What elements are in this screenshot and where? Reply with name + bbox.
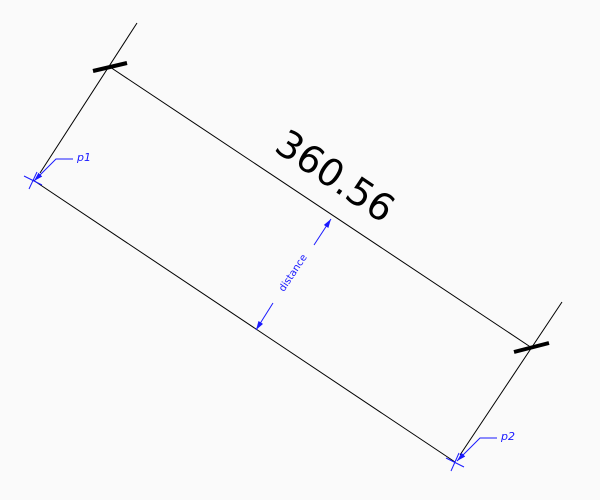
distance-arrow-bottom (255, 302, 274, 331)
dimension-tick-end (513, 341, 550, 354)
p1-leader (33, 158, 73, 182)
extension-line-p1 (39, 22, 138, 174)
distance-arrow-top (313, 218, 332, 246)
p1-label: p1 (76, 151, 91, 164)
p2-leader (456, 437, 497, 462)
extension-line-p2 (459, 301, 563, 456)
p2-label: p2 (500, 430, 515, 443)
distance-label: distance (277, 253, 310, 294)
dimension-value-text: 360.56 (268, 121, 403, 232)
p2-cross-b (450, 452, 460, 472)
p1-cross-b (28, 171, 38, 190)
dimension-tick-start (92, 61, 128, 73)
dimension-line (109, 66, 533, 349)
measured-line (32, 179, 456, 463)
